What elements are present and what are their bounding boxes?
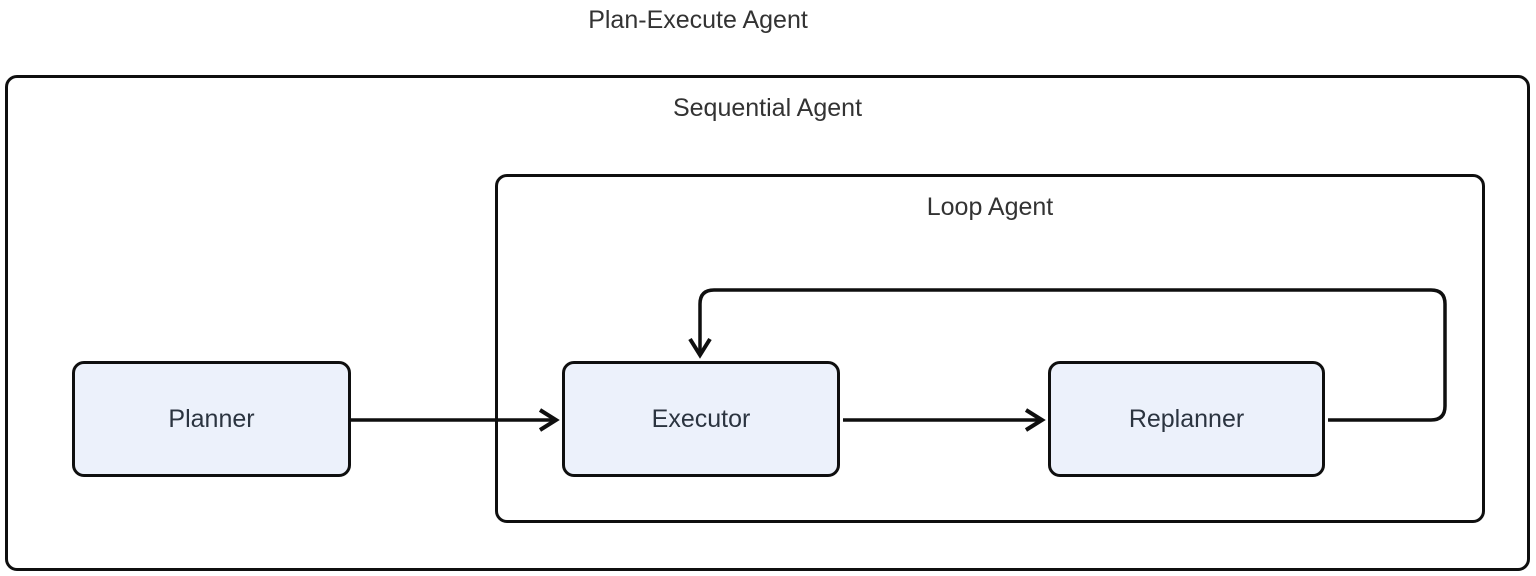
executor-node: Executor bbox=[562, 361, 840, 477]
diagram-title: Plan-Execute Agent bbox=[588, 6, 808, 34]
replanner-node: Replanner bbox=[1048, 361, 1325, 477]
sequential-agent-group: Sequential Agent bbox=[5, 75, 1530, 571]
loop-agent-label: Loop Agent bbox=[926, 193, 1054, 221]
sequential-agent-label: Sequential Agent bbox=[672, 94, 863, 122]
planner-node: Planner bbox=[72, 361, 351, 477]
loop-agent-group: Loop Agent bbox=[495, 174, 1485, 523]
planner-node-label: Planner bbox=[168, 404, 255, 433]
executor-node-label: Executor bbox=[651, 404, 751, 433]
replanner-node-label: Replanner bbox=[1128, 404, 1245, 433]
